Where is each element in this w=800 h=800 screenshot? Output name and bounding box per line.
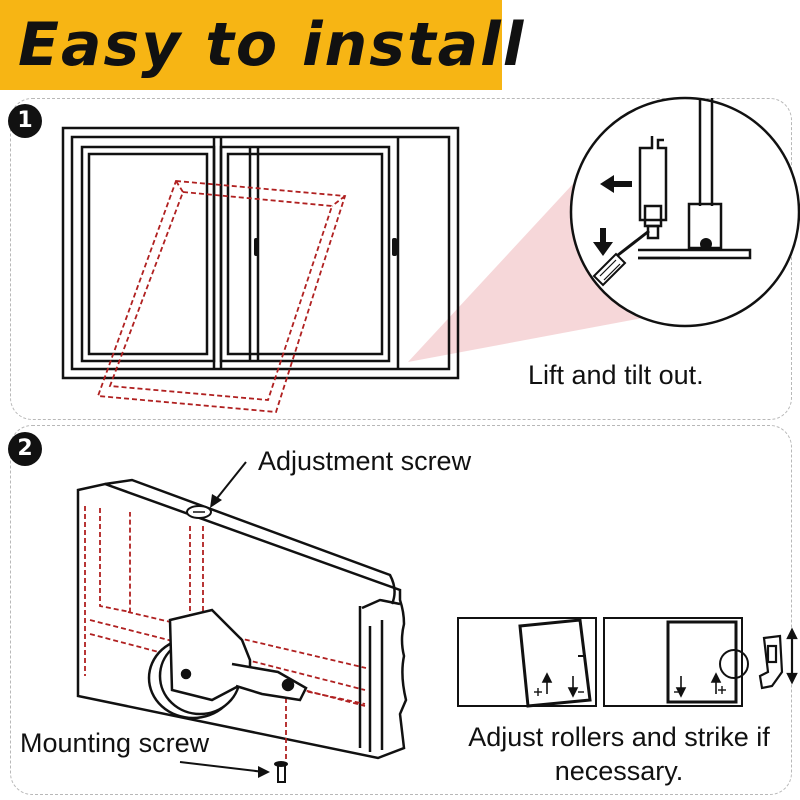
mounting-screw (179, 761, 288, 783)
screwdriver-icon (592, 229, 650, 287)
adjustment-screw-label: Adjustment screw (258, 446, 472, 476)
plus-icon (534, 686, 726, 696)
step-2-caption: Adjust rollers and strike if necessary. (468, 722, 770, 786)
step-2-panel (10, 425, 792, 795)
mounting-screw-label: Mounting screw (20, 728, 210, 758)
adjust-diagram-left (457, 617, 597, 708)
window-handles (254, 238, 397, 256)
tilted-door-outline (96, 180, 347, 413)
header-banner (0, 0, 502, 90)
arrow-down-icon (593, 228, 613, 256)
hidden-lines (84, 506, 367, 760)
step-2-badge: 2 (8, 432, 42, 466)
roller-housing-channel (76, 478, 408, 760)
roller-assembly (147, 608, 308, 720)
adjust-arrows (541, 672, 722, 698)
window-frame (61, 126, 460, 380)
adjustment-screw (186, 461, 247, 519)
page-title: Easy to install (18, 10, 526, 80)
adjust-diagram-right (603, 617, 749, 707)
arrow-left-icon (600, 175, 632, 193)
strike-plate (758, 627, 798, 690)
detail-circle (569, 96, 800, 328)
step-1-badge: 1 (8, 104, 42, 138)
step-1-panel (10, 98, 792, 420)
step-1-caption: Lift and tilt out. (528, 360, 704, 390)
